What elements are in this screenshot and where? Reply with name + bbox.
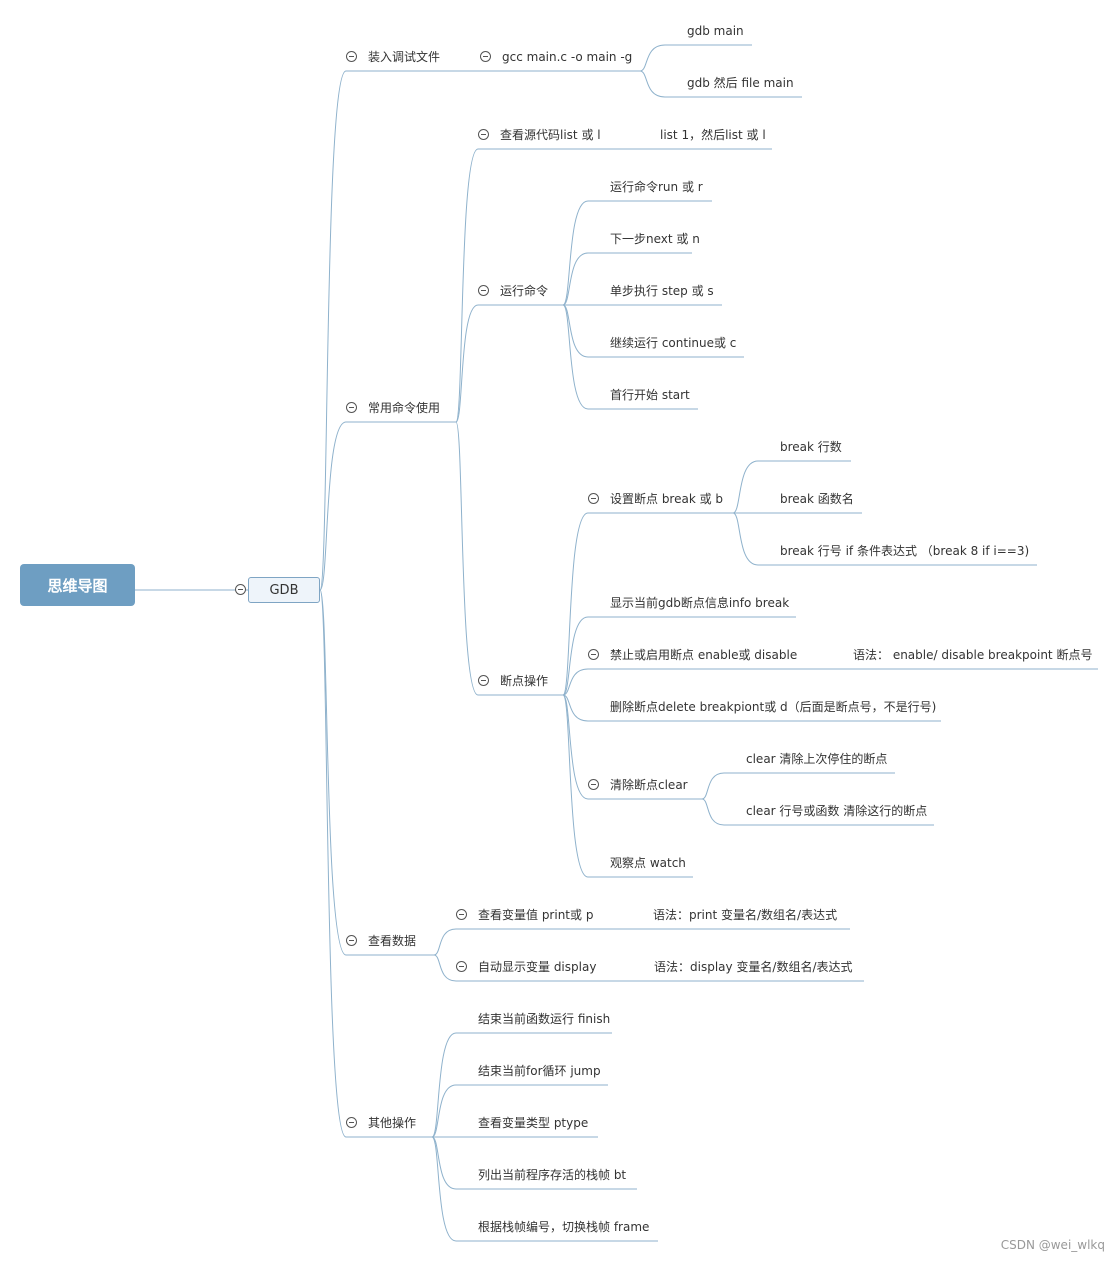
node-start[interactable]: 首行开始 start [610, 388, 690, 402]
connector [732, 460, 759, 514]
root-node[interactable]: 思维导图 [20, 564, 135, 606]
connector [431, 1084, 457, 1138]
connector [319, 589, 347, 1138]
connector [433, 928, 457, 956]
connector [562, 616, 589, 696]
collapse-toggle-icon[interactable] [346, 1117, 357, 1128]
collapse-toggle-icon[interactable] [588, 779, 599, 790]
node-clear-line[interactable]: clear 行号或函数 清除这行的断点 [746, 804, 928, 818]
collapse-toggle-icon[interactable] [588, 493, 599, 504]
node-print-note[interactable]: 语法：print 变量名/数组名/表达式 [653, 908, 838, 922]
collapse-toggle-icon[interactable] [456, 961, 467, 972]
connector [319, 421, 347, 591]
connector [639, 44, 666, 72]
node-continue[interactable]: 继续运行 continue或 c [610, 336, 737, 350]
connector [431, 1136, 457, 1190]
connector [433, 954, 457, 982]
collapse-toggle-icon[interactable] [456, 909, 467, 920]
node-compile[interactable]: gcc main.c -o main -g [502, 50, 633, 64]
collapse-toggle-icon[interactable] [346, 51, 357, 62]
collapse-toggle-icon[interactable] [478, 675, 489, 686]
connector [562, 512, 589, 696]
connector [732, 512, 759, 566]
node-view-source[interactable]: 查看源代码list 或 l [500, 128, 601, 142]
gdb-node[interactable]: GDB [248, 577, 320, 603]
node-enable-note[interactable]: 语法： enable/ disable breakpoint 断点号 [853, 648, 1093, 662]
node-break-cond[interactable]: break 行号 if 条件表达式 （break 8 if i==3) [780, 544, 1030, 558]
connector [319, 70, 347, 591]
node-frame[interactable]: 根据栈帧编号，切换栈帧 frame [478, 1220, 650, 1234]
node-enable-disable[interactable]: 禁止或启用断点 enable或 disable [610, 648, 798, 662]
connector [639, 70, 666, 98]
node-step[interactable]: 单步执行 step 或 s [610, 284, 714, 298]
watermark: CSDN @wei_wlkq [1000, 1238, 1105, 1252]
connector [455, 304, 479, 423]
collapse-toggle-icon[interactable] [346, 402, 357, 413]
branch-data[interactable]: 查看数据 [368, 934, 417, 948]
connector [562, 304, 589, 410]
node-jump[interactable]: 结束当前for循环 jump [478, 1064, 601, 1078]
node-gdb-main[interactable]: gdb main [687, 24, 744, 38]
branch-other[interactable]: 其他操作 [368, 1116, 417, 1130]
connector [701, 772, 725, 800]
collapse-toggle-icon[interactable] [588, 649, 599, 660]
node-print[interactable]: 查看变量值 print或 p [478, 908, 594, 922]
collapse-toggle-icon[interactable] [235, 584, 246, 595]
node-ptype[interactable]: 查看变量类型 ptype [478, 1116, 589, 1130]
node-clear-last[interactable]: clear 清除上次停住的断点 [746, 752, 888, 766]
branch-load[interactable]: 装入调试文件 [368, 50, 441, 64]
node-break-line[interactable]: break 行数 [780, 440, 842, 454]
node-bt[interactable]: 列出当前程序存活的栈帧 bt [478, 1168, 627, 1182]
collapse-toggle-icon[interactable] [480, 51, 491, 62]
node-finish[interactable]: 结束当前函数运行 finish [478, 1012, 611, 1026]
connector [431, 1136, 457, 1242]
connector [319, 589, 347, 956]
node-run-r[interactable]: 运行命令run 或 r [610, 180, 703, 194]
collapse-toggle-icon[interactable] [346, 935, 357, 946]
connector [562, 200, 589, 306]
connector [455, 148, 479, 423]
node-delete[interactable]: 删除断点delete breakpiont或 d（后面是断点号，不是行号) [610, 700, 937, 714]
connector [562, 252, 589, 306]
connector [562, 304, 589, 358]
node-clear[interactable]: 清除断点clear [610, 778, 688, 792]
connector [562, 694, 589, 878]
node-display-note[interactable]: 语法：display 变量名/数组名/表达式 [654, 960, 853, 974]
collapse-toggle-icon[interactable] [478, 129, 489, 140]
connector [562, 694, 589, 722]
node-watch[interactable]: 观察点 watch [610, 856, 686, 870]
branch-common[interactable]: 常用命令使用 [368, 401, 441, 415]
node-set-break[interactable]: 设置断点 break 或 b [610, 492, 724, 506]
node-break-func[interactable]: break 函数名 [780, 492, 854, 506]
connector [431, 1032, 457, 1138]
node-breakpoints[interactable]: 断点操作 [500, 674, 549, 688]
node-gdb-file-main[interactable]: gdb 然后 file main [687, 76, 794, 90]
connector [455, 421, 479, 696]
node-run[interactable]: 运行命令 [500, 284, 549, 298]
collapse-toggle-icon[interactable] [478, 285, 489, 296]
connector [562, 668, 589, 696]
node-display[interactable]: 自动显示变量 display [478, 960, 597, 974]
node-view-source-note[interactable]: list 1，然后list 或 l [660, 128, 766, 142]
node-info-break[interactable]: 显示当前gdb断点信息info break [610, 596, 790, 610]
connector [562, 694, 589, 800]
node-next[interactable]: 下一步next 或 n [610, 232, 700, 246]
connector [701, 798, 725, 826]
